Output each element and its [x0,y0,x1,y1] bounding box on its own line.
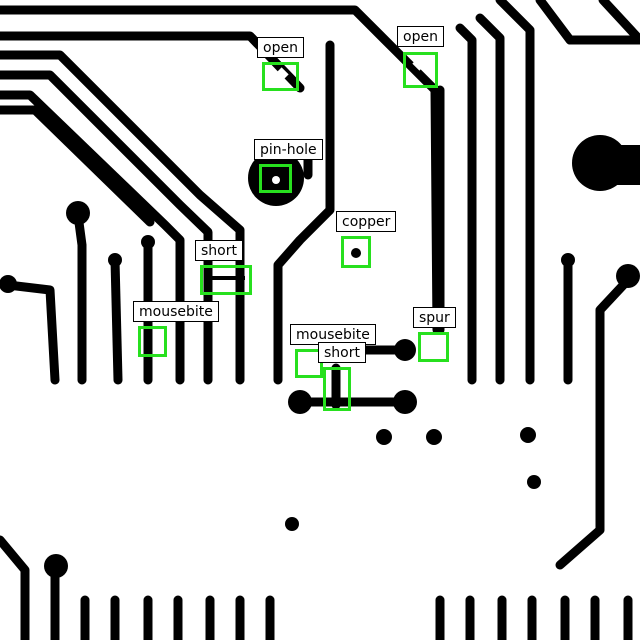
defect-box [323,367,351,411]
defect-label-text: pin-hole [260,142,317,158]
defect-box [295,349,323,378]
defect-label: open [397,26,444,47]
defect-label-text: open [263,40,298,56]
defect-label-text: mousebite [296,327,370,343]
defect-label-text: open [403,29,438,45]
defect-label: spur [413,307,456,328]
defect-label: mousebite [133,301,219,322]
defect-box [341,236,371,268]
defect-label: pin-hole [254,139,323,160]
defect-label-text: mousebite [139,304,213,320]
defect-box [403,52,438,88]
defect-label: open [257,37,304,58]
defect-box [200,265,252,295]
defect-label: short [195,240,243,261]
defect-box [259,164,292,193]
defect-label-text: short [201,243,237,259]
defect-label-text: spur [419,310,450,326]
defect-label-text: copper [342,214,391,230]
defect-label: copper [336,211,397,232]
defect-box [138,326,167,357]
defect-label: mousebite [290,324,376,345]
defect-label-text: short [324,345,360,361]
defect-box [262,62,299,91]
defect-label: short [318,342,366,363]
defect-box [418,332,449,362]
